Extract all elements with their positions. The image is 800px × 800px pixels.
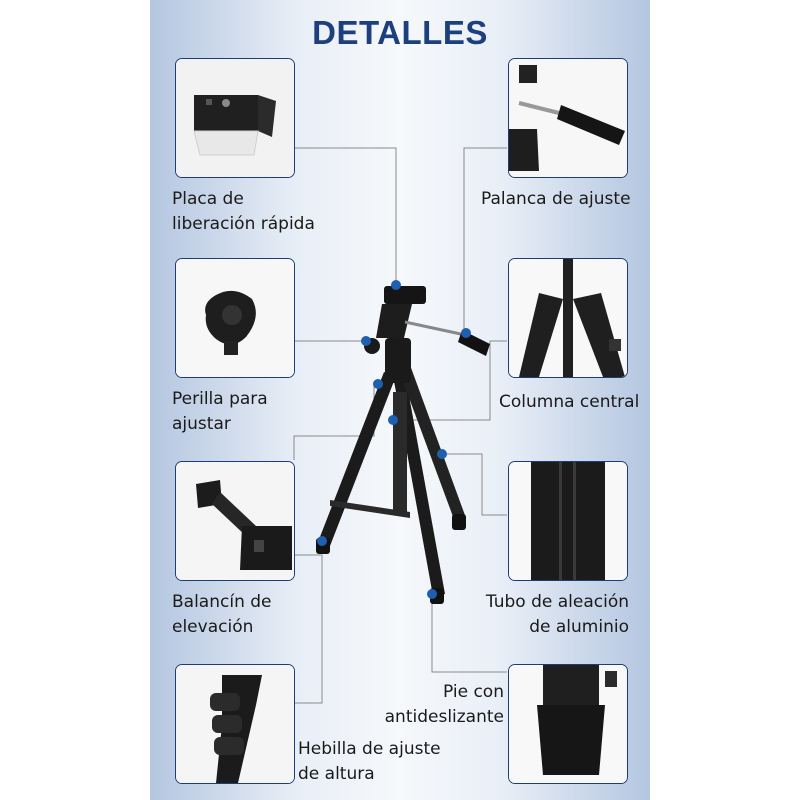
height-buckle-image — [176, 665, 294, 783]
lever-label: Palanca de ajuste — [481, 189, 631, 209]
anti-slip-foot-card — [508, 664, 628, 784]
connector-lines — [293, 147, 507, 704]
center-column-image — [509, 259, 627, 377]
rocker-label: Balancín de elevación — [172, 592, 272, 637]
tube-label: Tubo de aleación de aluminio — [485, 592, 629, 637]
buckle-label: Hebilla de ajuste de altura — [298, 739, 441, 784]
height-buckle-card — [175, 664, 295, 784]
adjust-lever-card — [508, 58, 628, 178]
foot-label: Pie con antideslizante — [384, 682, 504, 727]
aluminum-tube-image — [509, 462, 627, 580]
quick-release-plate-card — [175, 58, 295, 178]
adjust-knob-card — [175, 258, 295, 378]
quick-release-label: Placa de liberación rápida — [172, 189, 315, 234]
tripod — [316, 286, 490, 604]
adjust-knob-image — [176, 259, 294, 377]
page-title: DETALLES — [312, 14, 488, 51]
adjust-lever-image — [509, 59, 627, 177]
column-label: Columna central — [499, 392, 640, 412]
knob-label: Perilla para ajustar — [172, 389, 268, 434]
callout-dots — [317, 280, 471, 599]
center-column-card — [508, 258, 628, 378]
aluminum-tube-card — [508, 461, 628, 581]
anti-slip-foot-image — [509, 665, 627, 783]
elevation-rocker-image — [176, 462, 294, 580]
quick-release-plate-image — [176, 59, 294, 177]
elevation-rocker-card — [175, 461, 295, 581]
